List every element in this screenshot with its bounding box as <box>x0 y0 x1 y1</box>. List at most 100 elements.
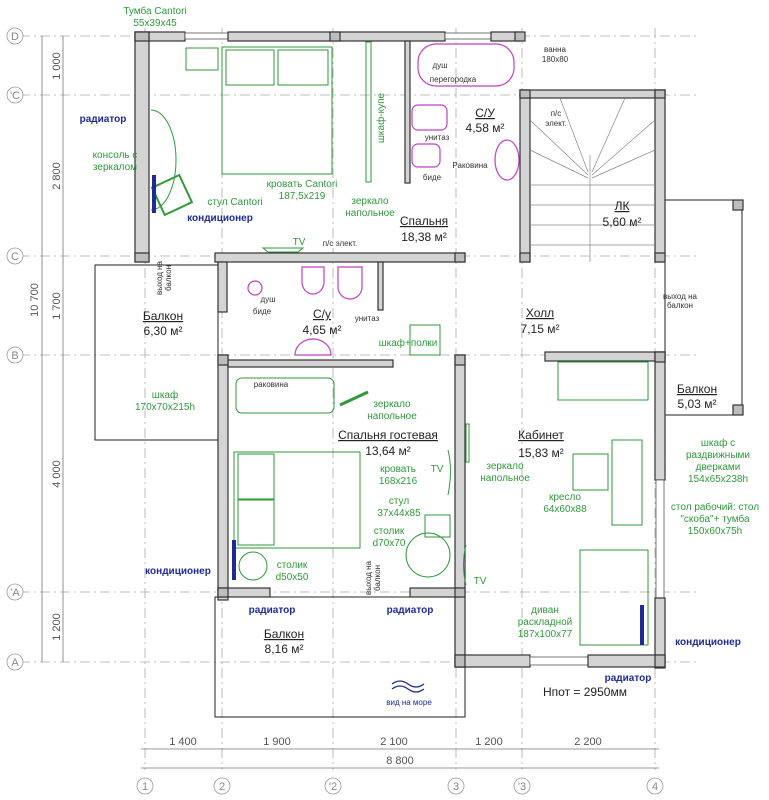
label-table1-size: d70x70 <box>373 538 406 549</box>
dim-total-horizontal: 8 800 <box>386 755 414 767</box>
room-area-balcony3: 8,16 м² <box>265 642 304 656</box>
dim-label: 1 400 <box>169 736 197 748</box>
dim-label: 4 000 <box>51 460 63 488</box>
room-name-bedroom: Спальня <box>400 214 448 228</box>
axis-label: 1 <box>142 781 148 793</box>
room-area-guest: 13,64 м² <box>365 444 411 458</box>
axis-label: A <box>11 657 19 669</box>
room-name-balcony2: Балкон <box>677 382 717 396</box>
label-panel: п/с <box>551 109 562 118</box>
furniture-labels: Тумба Cantori 55x39x45 кровать Cantori 1… <box>93 5 760 640</box>
axis-label: 4 <box>652 781 658 793</box>
label-wardrobe3-2: раздвижными <box>686 450 750 461</box>
label-sofa: диван <box>531 605 559 616</box>
axis-label: D <box>11 31 19 43</box>
label-exit-2: балкон <box>373 565 382 591</box>
label-chair2-size: 37x44x85 <box>377 508 421 519</box>
label-panel-bedroom: п/с элект. <box>323 239 357 248</box>
label-table2: столик <box>277 560 308 571</box>
label-armchair-size: 64x60x88 <box>543 504 587 515</box>
axis-label: 'C <box>10 90 20 102</box>
label-armchair: кресло <box>549 492 581 503</box>
label-console: консоль с <box>93 150 138 161</box>
label-mirror3: зеркало <box>486 461 524 472</box>
label-partition: перегородка <box>430 75 477 84</box>
horizontal-dimensions: 1 400 1 900 2 100 1 200 2 200 8 800 <box>141 736 659 769</box>
axis-label: B <box>11 350 18 362</box>
room-name-bath1: С/У <box>475 106 495 120</box>
vertical-dimensions: 10 700 1 000 2 800 1 700 4 000 1 200 <box>29 36 64 662</box>
label-toilet2: унитаз <box>355 314 380 323</box>
axis-label: 2 <box>219 781 225 793</box>
room-name-stairs: ЛК <box>615 199 630 213</box>
label-bath: ванна <box>544 45 566 54</box>
label-bed2-size: 168x216 <box>379 476 418 487</box>
axis-label: 'A <box>10 587 20 599</box>
dim-label: 1 200 <box>475 736 503 748</box>
label-wardrobe2: шкаф <box>152 389 178 401</box>
label-sofa-2: раскладной <box>518 617 573 628</box>
axis-cols: 1 2 '2 3 '3 4 <box>136 777 664 795</box>
axis-label: '3 <box>518 781 526 793</box>
label-ac: кондиционер <box>675 637 741 648</box>
axis-label: C <box>11 251 19 263</box>
label-mirror1: зеркало <box>351 196 389 207</box>
room-area-balcony2: 5,03 м² <box>678 397 717 411</box>
balcony-outlines <box>94 199 743 718</box>
room-area-office: 15,83 м² <box>518 446 564 460</box>
label-exit: выход на <box>155 260 164 294</box>
label-bed1-size: 187,5x219 <box>279 191 326 202</box>
room-area-balcony1: 6,30 м² <box>144 324 183 338</box>
axis-label: 3 <box>453 781 459 793</box>
label-shower2: душ <box>260 295 275 304</box>
walls <box>134 31 744 669</box>
label-desk-2: "скоба"+ тумба <box>680 513 750 525</box>
label-tv2: TV <box>431 464 444 475</box>
label-ac: кондиционер <box>187 213 253 224</box>
staircase <box>529 97 656 262</box>
sea-view-label: вид на море <box>386 698 432 707</box>
plumbing-labels: ванна 180x80 душ перегородка унитаз Рако… <box>253 45 569 389</box>
dim-label: 2 200 <box>574 736 602 748</box>
sea-view-icon <box>391 680 425 693</box>
label-mirror2-2: напольное <box>367 411 417 422</box>
equipment-labels: радиатор кондиционер кондиционер радиато… <box>80 114 741 684</box>
room-area-bath2: 4,65 м² <box>303 323 342 337</box>
room-name-bath2: С/у <box>313 307 331 321</box>
label-wardrobe2-size: 170x70x215h <box>135 402 195 413</box>
label-nightstand: Тумба Cantori <box>123 5 186 17</box>
room-area-stairs: 5,60 м² <box>603 215 642 229</box>
dim-label: 1 200 <box>51 613 63 641</box>
label-radiator: радиатор <box>387 605 434 616</box>
label-bidet: биде <box>423 173 442 182</box>
label-toilet: унитаз <box>425 133 450 142</box>
label-exit-2: балкон <box>164 265 173 291</box>
label-mirror3-2: напольное <box>480 473 530 484</box>
dim-label: 2 100 <box>380 736 408 748</box>
room-name-guest: Спальня гостевая <box>338 428 438 442</box>
label-desk: стол рабочий: стол <box>671 501 759 513</box>
label-ac: кондиционер <box>145 566 211 577</box>
balcony-exit-labels: выход на балкон выход на балкон выход на… <box>155 260 698 594</box>
label-sink2: раковина <box>254 380 289 389</box>
room-area-hall: 7,15 м² <box>521 322 560 336</box>
room-name-balcony1: Балкон <box>143 309 183 323</box>
label-nightstand-size: 55x39x45 <box>133 18 177 29</box>
room-labels: Спальня 18,38 м² С/У 4,58 м² ЛК 5,60 м² … <box>143 106 717 656</box>
label-shelves: шкаф+полки <box>379 337 438 349</box>
label-wardrobe3-size: 154x65x238h <box>688 474 748 485</box>
axis-rows: D 'C C B 'A A <box>6 27 24 671</box>
label-radiator: радиатор <box>605 673 652 684</box>
dim-label: 1 000 <box>51 52 63 80</box>
label-mirror2: зеркало <box>373 399 411 410</box>
label-radiator: радиатор <box>80 114 127 125</box>
label-tv1: TV <box>293 237 306 248</box>
room-area-bedroom: 18,38 м² <box>401 230 447 244</box>
dim-total-vertical: 10 700 <box>29 283 41 317</box>
dim-label: 2 800 <box>51 162 63 190</box>
room-name-balcony3: Балкон <box>264 627 304 641</box>
label-panel-2: элект. <box>545 119 567 128</box>
label-exit: выход на <box>663 292 697 301</box>
room-area-bath1: 4,58 м² <box>466 121 505 135</box>
dim-label: 1 700 <box>51 292 63 320</box>
